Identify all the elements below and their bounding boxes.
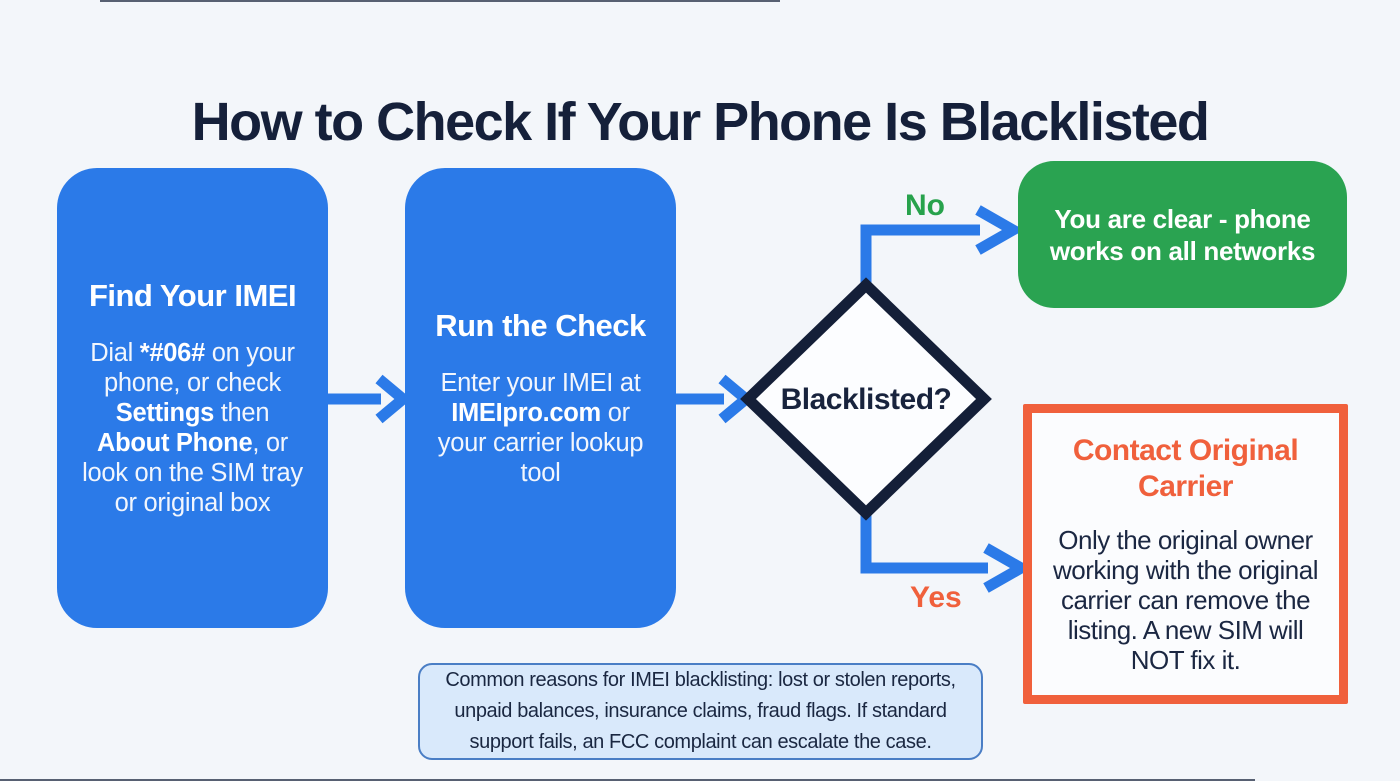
arrow-step2-to-decision xyxy=(676,374,755,424)
yes-branch-label: Yes xyxy=(910,581,962,614)
top-edge-line xyxy=(100,0,780,2)
note-box: Common reasons for IMEI blacklisting: lo… xyxy=(418,663,983,760)
bottom-edge-line xyxy=(0,779,1255,781)
step2-heading: Run the Check xyxy=(435,308,646,343)
page-title: How to Check If Your Phone Is Blackliste… xyxy=(191,92,1210,153)
no-branch-label: No xyxy=(905,189,945,222)
connector-yes-branch xyxy=(860,510,1033,593)
note-text: Common reasons for IMEI blacklisting: lo… xyxy=(445,669,956,753)
arrow-step1-to-step2 xyxy=(328,374,412,424)
decision-question: Blacklisted? xyxy=(780,383,952,416)
step1-heading: Find Your IMEI xyxy=(88,278,297,313)
